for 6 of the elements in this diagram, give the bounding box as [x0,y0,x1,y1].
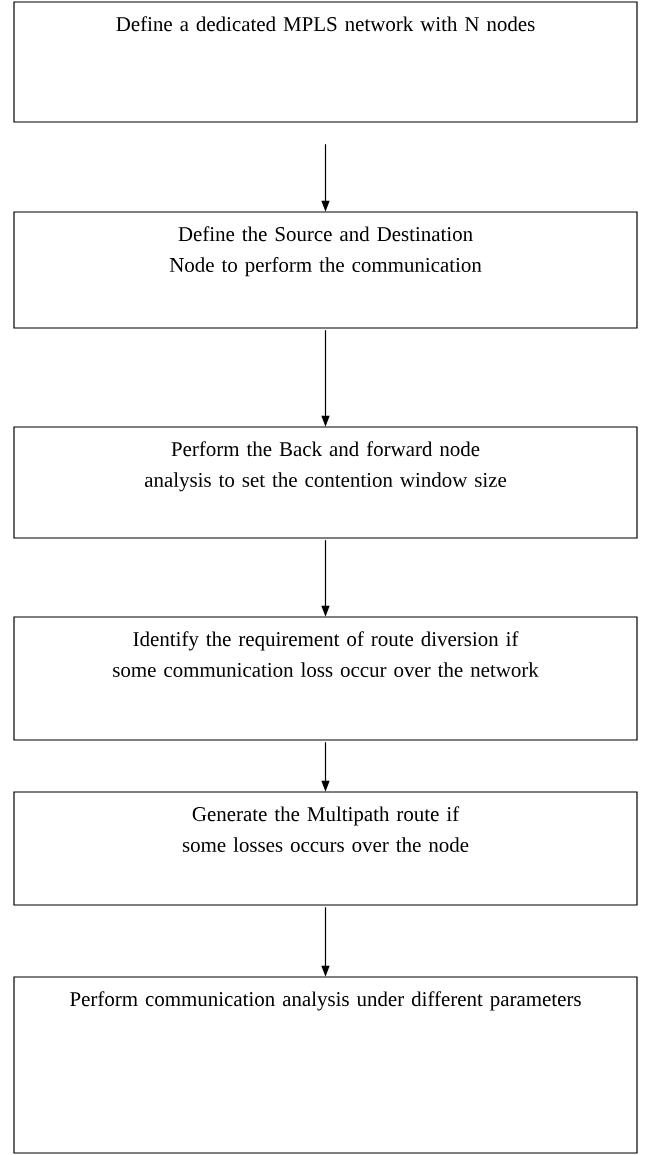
process-box: Perform the Back and forward node analysis to set the contention window size [13,426,638,539]
process-box: Define the Source and Destination Node to perform the communication [13,211,638,329]
process-box: Perform communication analysis under different parameters [13,976,638,1154]
process-box: Define a dedicated MPLS network with N nodes [13,1,638,123]
process-box: Identify the requirement of route diversion if some communication loss occur over the network [13,616,638,741]
process-box: Generate the Multipath route if some losses occurs over the node [13,791,638,906]
